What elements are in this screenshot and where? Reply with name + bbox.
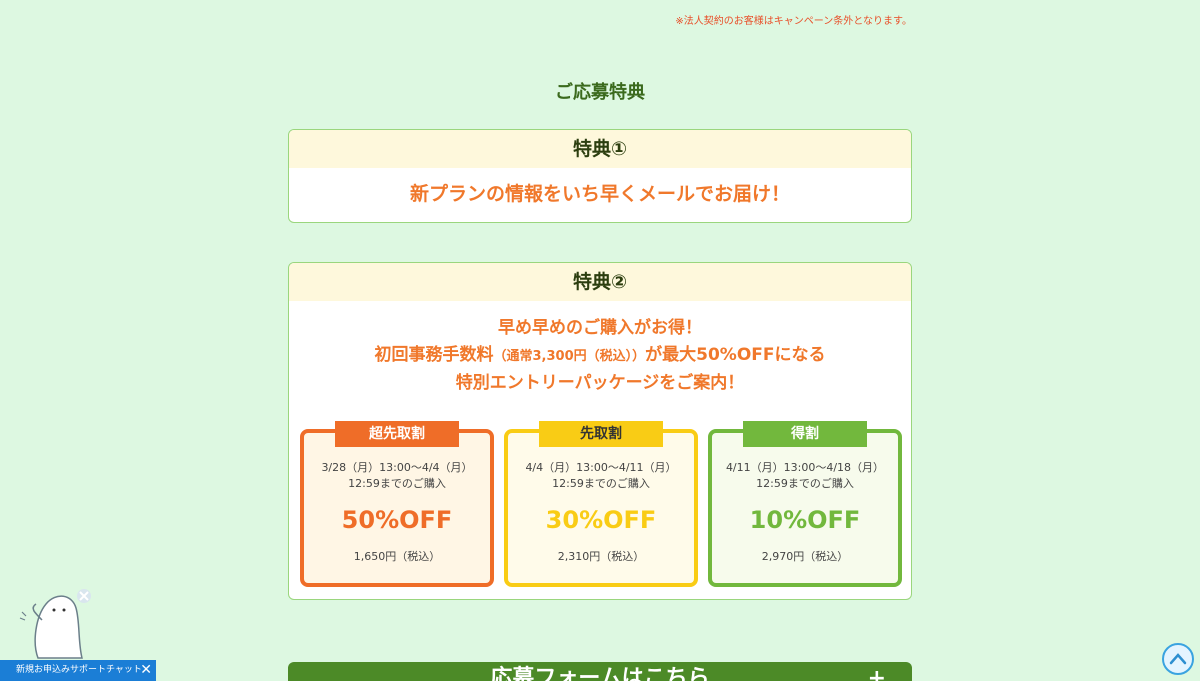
benefit-2-line2: 初回事務手数料（通常3,300円（税込））が最大50%OFFになる xyxy=(289,342,911,370)
benefit-card-2: 特典② 早め早めのご購入がお得！ 初回事務手数料（通常3,300円（税込））が最… xyxy=(288,262,912,600)
plan-period-end: 12:59までのご購入 xyxy=(348,477,446,490)
benefit-2-title: 特典② xyxy=(289,263,911,301)
benefit-card-1: 特典① 新プランの情報をいち早くメールでお届け！ xyxy=(288,129,912,223)
plan-card-super-early: 超先取割 3/28（月）13:00～4/4（月） 12:59までのご購入 50%… xyxy=(300,421,494,587)
plan-period-start: 3/28（月）13:00～4/4（月） xyxy=(321,461,473,474)
plan-discount: 50%OFF xyxy=(341,506,453,534)
apply-form-label: 応募フォームはこちら xyxy=(490,666,710,681)
close-icon[interactable]: ✕ xyxy=(140,662,152,678)
plan-discount: 10%OFF xyxy=(749,506,861,534)
benefit-2-line2-small: （通常3,300円（税込）） xyxy=(493,349,646,364)
plan-period-start: 4/11（月）13:00～4/18（月） xyxy=(725,461,885,474)
benefit-2-line3: 特別エントリーパッケージをご案内！ xyxy=(455,373,745,393)
benefit-1-title: 特典① xyxy=(289,130,911,168)
support-chat-bar[interactable]: 新規お申込みサポートチャット ✕ xyxy=(0,660,156,681)
benefit-2-line2-b: が最大50%OFFになる xyxy=(645,345,826,365)
plan-list: 超先取割 3/28（月）13:00～4/4（月） 12:59までのご購入 50%… xyxy=(289,418,911,588)
campaign-note: ※法人契約のお客様はキャンペーン条外となります。 xyxy=(675,16,912,27)
plan-card-early: 先取割 4/4（月）13:00～4/11（月） 12:59までのご購入 30%O… xyxy=(504,421,698,587)
plus-icon: + xyxy=(867,666,886,681)
benefit-2-line2-a: 初回事務手数料 xyxy=(374,345,494,365)
plan-period-end: 12:59までのご購入 xyxy=(756,477,854,490)
plan-tag: 先取割 xyxy=(539,421,663,447)
plan-price: 2,970円（税込） xyxy=(761,550,849,563)
plan-price: 2,310円（税込） xyxy=(557,550,645,563)
plan-price: 1,650円（税込） xyxy=(353,550,441,563)
chevron-up-icon xyxy=(1169,653,1187,665)
plan-card-deal: 得割 4/11（月）13:00～4/18（月） 12:59までのご購入 10%O… xyxy=(708,421,902,587)
plan-period: 4/4（月）13:00～4/11（月） 12:59までのご購入 xyxy=(508,460,694,492)
plan-tag: 得割 xyxy=(743,421,867,447)
plan-tag: 超先取割 xyxy=(335,421,459,447)
plan-discount: 30%OFF xyxy=(545,506,657,534)
benefit-2-description: 早め早めのご購入がお得！ 初回事務手数料（通常3,300円（税込））が最大50%… xyxy=(289,315,911,397)
plan-period: 4/11（月）13:00～4/18（月） 12:59までのご購入 xyxy=(712,460,898,492)
support-chat-label: 新規お申込みサポートチャット xyxy=(16,665,142,675)
apply-form-button[interactable]: 応募フォームはこちら + xyxy=(288,662,912,681)
section-title: ご応募特典 xyxy=(555,82,645,103)
plan-period: 3/28（月）13:00～4/4（月） 12:59までのご購入 xyxy=(304,460,490,492)
close-icon[interactable] xyxy=(77,589,91,603)
benefit-1-text: 新プランの情報をいち早くメールでお届け！ xyxy=(409,183,790,205)
plan-period-end: 12:59までのご購入 xyxy=(552,477,650,490)
mascot-icon[interactable] xyxy=(16,586,96,660)
plan-period-start: 4/4（月）13:00～4/11（月） xyxy=(525,461,677,474)
scroll-top-button[interactable] xyxy=(1162,643,1194,675)
benefit-2-line1: 早め早めのご購入がお得！ xyxy=(498,318,702,338)
